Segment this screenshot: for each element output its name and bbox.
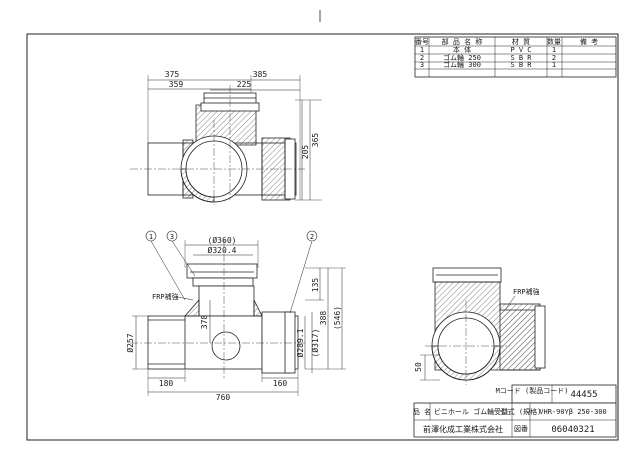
m-code-value: 44455 <box>570 390 597 400</box>
table-cell: 1 <box>552 46 556 54</box>
company-name: 前澤化成工業株式会社 <box>423 424 503 434</box>
product-name-label: 品 名 <box>413 407 431 416</box>
dim-50: 50 <box>414 362 423 372</box>
dim-385: 385 <box>253 70 268 79</box>
drawing-frame <box>26 33 619 441</box>
table-cell: 3 <box>420 61 424 69</box>
dim-180: 180 <box>159 379 174 388</box>
dim-160: 160 <box>273 379 288 388</box>
dim-135: 135 <box>311 278 320 293</box>
th-no: 番号 <box>415 38 429 46</box>
side-view <box>420 267 546 385</box>
table-cell: ゴム輪 300 <box>443 60 481 69</box>
dim-phi360: (Ø360) <box>208 235 237 245</box>
callout-3: 3 <box>170 233 174 241</box>
dim-phi289: Ø289.1 <box>295 328 305 357</box>
th-qty: 数量 <box>547 37 561 46</box>
drawing-no-label: 図番 <box>514 425 528 433</box>
title-block <box>413 384 617 438</box>
th-remarks: 備 考 <box>580 37 598 46</box>
dim-388: 388 <box>319 311 328 326</box>
th-material: 材 質 <box>512 37 530 46</box>
table-cell: 1 <box>420 46 424 54</box>
parts-table: 番号 部 品 名 称 材 質 数量 備 考 1 本 体 P V C 1 2 ゴム… <box>414 36 617 78</box>
model-value: VHR-90Yβ 250-300 <box>539 408 606 416</box>
table-cell: 2 <box>420 54 424 62</box>
table-cell: 2 <box>552 54 556 62</box>
callout-1: 1 <box>149 233 153 241</box>
callouts <box>145 230 318 242</box>
m-code-label: Mコード (製品コード) <box>496 386 569 395</box>
frp-label-front: FRP補強 <box>152 292 179 301</box>
table-cell: ゴム輪 250 <box>443 53 481 62</box>
dim-phi320: Ø320.4 <box>208 245 237 255</box>
dim-760: 760 <box>216 393 231 402</box>
dim-phi317: (Ø317) <box>310 329 320 358</box>
dim-365: 365 <box>311 133 320 148</box>
dim-225: 225 <box>237 80 252 89</box>
dim-546: (546) <box>333 306 342 330</box>
front-view <box>130 240 346 396</box>
product-name-value: ビニホール ゴム輪受口 <box>434 407 508 416</box>
dim-378: 378 <box>200 315 209 330</box>
table-cell: P V C <box>510 46 531 54</box>
frp-label-side: FRP補強 <box>513 287 540 296</box>
dim-phi257: Ø257 <box>125 333 135 352</box>
table-cell: 1 <box>552 61 556 69</box>
callout-2: 2 <box>310 233 314 241</box>
table-cell: S B R <box>510 61 532 69</box>
table-cell: S B R <box>510 54 532 62</box>
table-cell: 本 体 <box>453 45 471 54</box>
top-view <box>130 75 322 205</box>
dim-375: 375 <box>165 70 180 79</box>
dim-359: 359 <box>169 80 184 89</box>
drawing-no-value: 06040321 <box>551 425 594 435</box>
dim-205: 205 <box>301 145 310 160</box>
th-name: 部 品 名 称 <box>442 37 483 46</box>
model-label: 型式 (規格) <box>501 407 542 416</box>
